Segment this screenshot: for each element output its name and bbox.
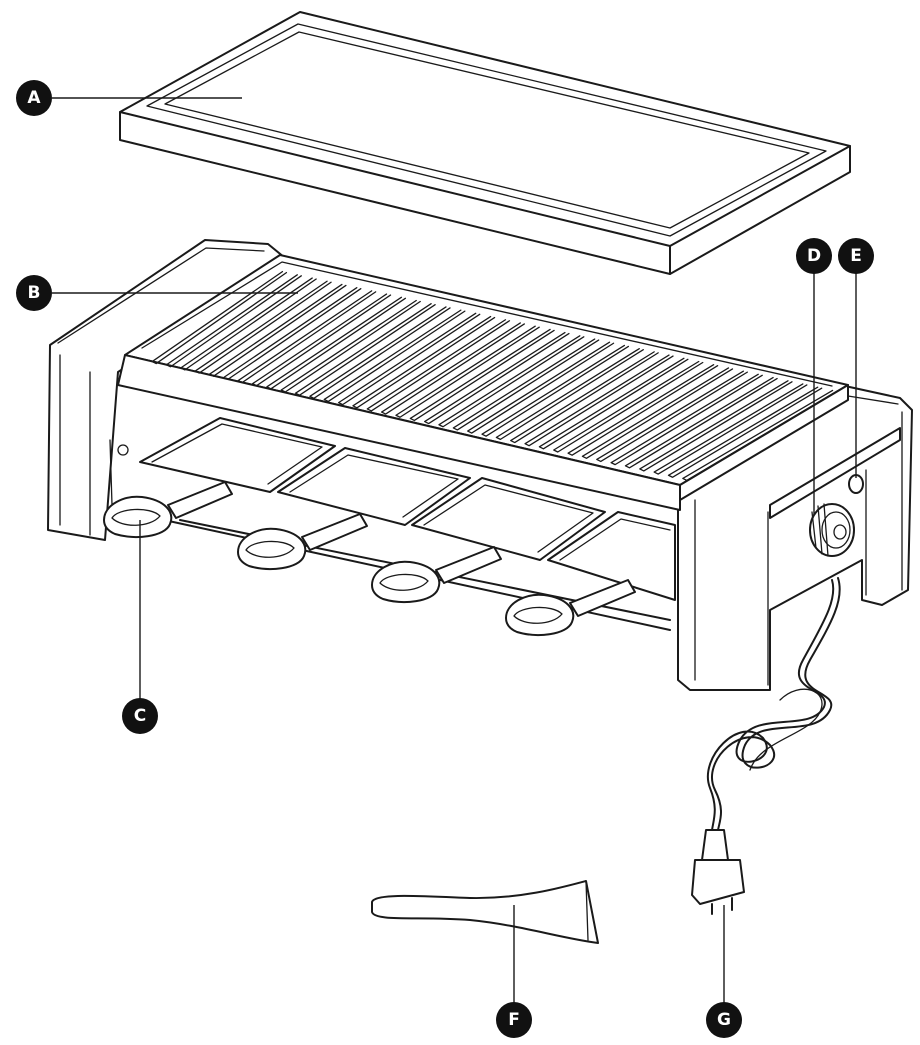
callout-e-label: E [850, 246, 862, 266]
grill-ridge [352, 315, 496, 409]
grill-ridge [538, 357, 689, 450]
leader-lines [52, 97, 857, 1008]
callout-a: A [16, 80, 52, 116]
callout-f-label: F [508, 1010, 520, 1030]
grill-ridge [581, 367, 734, 459]
callout-c-label: C [134, 706, 146, 726]
wooden-spatula [371, 880, 599, 944]
grill-ridge [452, 338, 600, 431]
grill-ridge [424, 331, 570, 425]
grill-ridge [639, 380, 793, 472]
grill-ridge [510, 351, 659, 444]
grill-ridge [481, 344, 630, 437]
grill-ridge [667, 386, 823, 478]
stone-plate [119, 11, 851, 275]
raclette-pan-2 [237, 447, 471, 570]
grill-ridge [567, 364, 719, 456]
grill-ridge [280, 299, 421, 393]
power-cord [707, 577, 841, 831]
grill-ridge [165, 274, 302, 368]
callout-b: B [16, 275, 52, 311]
callout-c: C [122, 698, 158, 734]
callout-a-label: A [27, 88, 41, 108]
callout-d: D [796, 238, 832, 274]
grill-ridge [653, 383, 808, 475]
grill-ridge [395, 325, 540, 418]
grill-ridge [624, 376, 778, 469]
power-plug [691, 829, 745, 915]
grill-ridge [194, 280, 332, 374]
grill-ridge [323, 309, 466, 403]
control-knob [809, 503, 855, 557]
grill-ridge [237, 290, 377, 384]
grill-ridge [438, 335, 585, 428]
callout-d-label: D [807, 246, 821, 266]
grill-ridge [495, 348, 644, 441]
grill-ridge [151, 270, 288, 365]
callout-g: G [706, 1002, 742, 1038]
raclette-pans [103, 417, 676, 636]
grill-ridge [467, 341, 615, 434]
callout-f: F [496, 1002, 532, 1038]
grill-ridge [524, 354, 674, 447]
grill-ridge [208, 283, 347, 377]
grill-ridge [337, 312, 481, 406]
grill-ridge [682, 389, 838, 482]
grill-ridge [380, 322, 525, 415]
grill-ridges [151, 270, 838, 482]
raclette-pan-4 [505, 511, 676, 636]
grill-ridge [309, 306, 451, 399]
grill-ridge [180, 277, 317, 371]
grill-ridge [553, 360, 704, 453]
callout-g-label: G [717, 1010, 731, 1030]
grill-ridge [223, 287, 362, 381]
callout-b-label: B [28, 283, 41, 303]
grill-plate [117, 254, 849, 511]
raclette-pan-1 [103, 417, 336, 538]
grill-ridge [366, 319, 511, 412]
grill-ridge [409, 328, 555, 422]
raclette-pan-3 [371, 477, 606, 603]
grill-ridge [294, 303, 436, 396]
grill-ridge [610, 373, 763, 466]
grill-ridge [251, 293, 392, 387]
callout-e: E [838, 238, 874, 274]
grill-ridge [266, 296, 407, 390]
grill-ridge [596, 370, 749, 463]
